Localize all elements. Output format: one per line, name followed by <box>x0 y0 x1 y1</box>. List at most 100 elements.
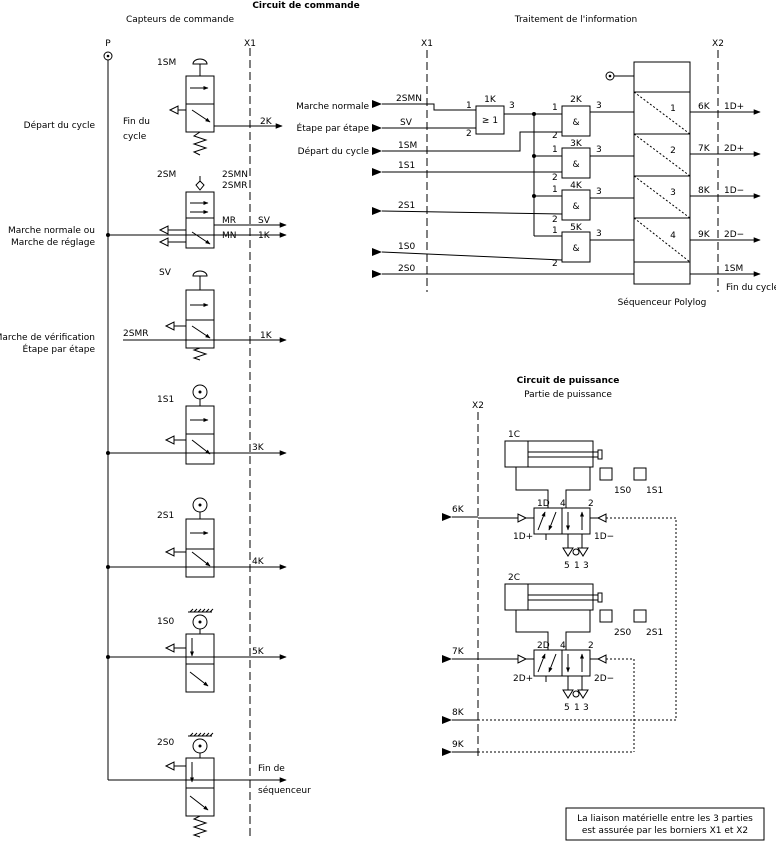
sensor-2s0-box <box>599 609 613 623</box>
label-depart-cycle: Départ du cycle <box>24 120 96 131</box>
svg-text:1C: 1C <box>508 430 520 440</box>
svg-text:1K: 1K <box>484 95 497 105</box>
svg-text:2S0: 2S0 <box>398 264 415 274</box>
svg-text:1: 1 <box>466 101 472 111</box>
spring-icon <box>192 347 208 361</box>
svg-text:5: 5 <box>564 703 570 713</box>
svg-text:2D: 2D <box>537 641 550 651</box>
svg-text:8K: 8K <box>698 186 711 196</box>
svg-text:6K: 6K <box>452 505 465 515</box>
label-marche-normale-1: Marche normale ou <box>8 226 95 236</box>
or-gate-1k <box>475 105 505 135</box>
and-gate-5k <box>561 231 591 263</box>
hatch-icon <box>188 608 214 613</box>
sensor-2sm: 2SM 2SMN 2SMR MR SV MN 1K <box>106 170 287 249</box>
sensor-2s1-box <box>633 609 647 623</box>
and-gate-4k <box>561 189 591 221</box>
svg-text:≥ 1: ≥ 1 <box>482 116 498 126</box>
svg-text:1S1: 1S1 <box>398 161 415 171</box>
svg-text:SV: SV <box>400 118 413 128</box>
svg-text:2: 2 <box>552 215 558 225</box>
sensor-sv-1k: 1K <box>260 331 273 341</box>
svg-text:1D−: 1D− <box>724 186 744 196</box>
svg-text:1S1: 1S1 <box>646 486 663 496</box>
svg-text:2C: 2C <box>508 573 520 583</box>
svg-text:3: 3 <box>596 187 602 197</box>
sensor-2sm-mn: MN <box>222 231 237 241</box>
sensor-2s0-fin-de: Fin de <box>258 764 285 774</box>
svg-text:4: 4 <box>560 499 566 509</box>
svg-text:2: 2 <box>552 173 558 183</box>
svg-text:4K: 4K <box>570 181 583 191</box>
sensor-1s1-box <box>633 467 647 481</box>
svg-text:3: 3 <box>596 229 602 239</box>
svg-text:3: 3 <box>596 101 602 111</box>
svg-text:4: 4 <box>560 641 566 651</box>
sensor-1s0-5k: 5K <box>252 647 265 657</box>
svg-text:7K: 7K <box>698 144 711 154</box>
svg-text:5K: 5K <box>570 223 583 233</box>
svg-text:2SMN: 2SMN <box>396 94 422 104</box>
svg-text:2: 2 <box>670 146 676 156</box>
svg-text:2S0: 2S0 <box>614 628 631 638</box>
svg-text:1S0: 1S0 <box>614 486 631 496</box>
sensor-sv: SV 2SMR 1K <box>123 268 287 361</box>
sensor-2smr-label: 2SMR <box>222 181 247 191</box>
sensor-1sm-fin-du: Fin du <box>123 117 150 127</box>
cylinder-1c <box>504 440 594 468</box>
sequencer-name: Séquenceur Polylog <box>618 297 707 308</box>
svg-text:1SM: 1SM <box>398 141 417 151</box>
note-line-2: est assurée par les borniers X1 et X2 <box>582 825 748 836</box>
sensor-2s1-4k: 4K <box>252 557 265 567</box>
sensor-1sm-label: 1SM <box>157 58 176 68</box>
cylinder-2c <box>504 583 594 611</box>
sensor-2s0: 2S0 Fin de séquenceur <box>108 732 311 838</box>
svg-text:&: & <box>572 202 579 212</box>
title-sensors: Capteurs de commande <box>126 15 235 25</box>
svg-text:5: 5 <box>564 561 570 571</box>
sensor-2s1: 2S1 4K <box>106 497 287 578</box>
selector-icon <box>195 176 205 191</box>
sensor-1s1: 1S1 3K <box>106 384 287 465</box>
processing-section: Marche normale Étape par étape Départ du… <box>296 61 776 308</box>
proc-label-etape: Étape par étape <box>297 122 370 134</box>
svg-text:2: 2 <box>588 641 594 651</box>
note-line-1: La liaison matérielle entre les 3 partie… <box>577 813 753 824</box>
sensor-2s0-sequenceur: séquenceur <box>258 785 311 796</box>
svg-text:1D−: 1D− <box>594 532 614 542</box>
title-power: Circuit de puissance <box>517 376 620 386</box>
svg-text:1D+: 1D+ <box>724 102 744 112</box>
terminal-label-x1-right: X1 <box>421 39 433 49</box>
sensor-1sm-2k: 2K <box>260 117 273 127</box>
svg-text:2D+: 2D+ <box>513 674 533 684</box>
sensor-1s0-box <box>599 467 613 481</box>
svg-text:&: & <box>572 244 579 254</box>
hatch-icon <box>188 732 214 737</box>
pressure-label: P <box>105 39 111 49</box>
sensor-1sm-cycle: cycle <box>123 132 147 142</box>
svg-text:3: 3 <box>509 101 515 111</box>
terminal-label-x2-top: X2 <box>712 39 724 49</box>
sensor-1s1-3k: 3K <box>252 443 265 453</box>
svg-text:2D+: 2D+ <box>724 144 744 154</box>
svg-text:1: 1 <box>552 185 558 195</box>
svg-text:7K: 7K <box>452 647 465 657</box>
svg-text:3: 3 <box>670 188 676 198</box>
svg-text:1D: 1D <box>537 499 550 509</box>
svg-text:3K: 3K <box>570 139 583 149</box>
svg-text:1: 1 <box>552 145 558 155</box>
svg-text:2K: 2K <box>570 95 583 105</box>
svg-text:1D+: 1D+ <box>513 532 533 542</box>
svg-text:1: 1 <box>574 703 580 713</box>
svg-text:2D−: 2D− <box>724 230 744 240</box>
sensor-2sm-label: 2SM <box>157 170 176 180</box>
svg-text:1: 1 <box>552 226 558 236</box>
note-box: La liaison matérielle entre les 3 partie… <box>565 807 765 841</box>
proc-label-marche-normale: Marche normale <box>296 102 369 112</box>
svg-text:Fin du cycle: Fin du cycle <box>726 283 776 293</box>
svg-text:2D−: 2D− <box>594 674 614 684</box>
svg-text:8K: 8K <box>452 708 465 718</box>
sensor-1s0-label: 1S0 <box>157 617 174 627</box>
sensor-2sm-1k: 1K <box>258 231 271 241</box>
